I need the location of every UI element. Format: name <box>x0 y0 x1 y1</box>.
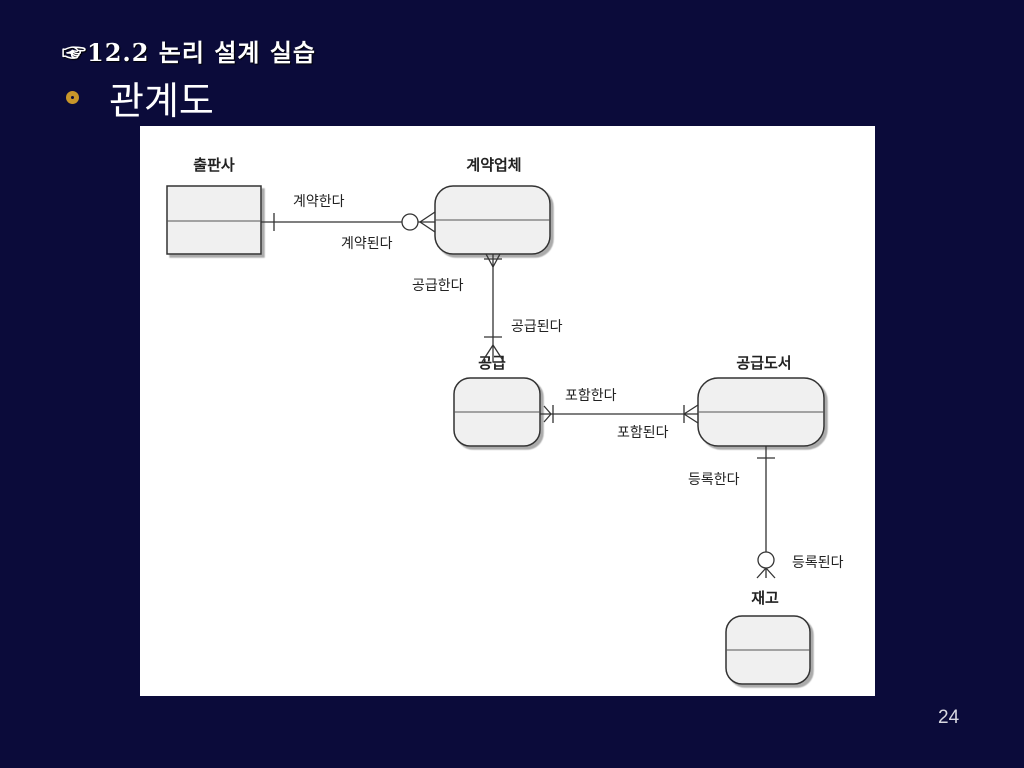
er-diagram-panel: 출판사 계약업체 공급 공급도서 재고 <box>140 126 875 696</box>
entity-publisher-label: 출판사 <box>193 156 235 174</box>
entity-supply-label: 공급 <box>478 354 506 372</box>
entity-publisher: 출판사 <box>166 156 262 255</box>
er-diagram: 출판사 계약업체 공급 공급도서 재고 <box>166 156 844 685</box>
rel-contract-reverse-label: 계약된다 <box>341 236 393 252</box>
rel-supply <box>481 253 505 363</box>
rel-register-reverse-label: 등록된다 <box>792 555 844 571</box>
ring-bullet-icon <box>66 90 79 104</box>
rel-register <box>756 446 776 579</box>
entity-supply: 공급 <box>453 354 541 447</box>
entity-inventory-label: 재고 <box>751 589 779 607</box>
entity-contractor-label: 계약업체 <box>466 156 521 174</box>
rel-include <box>540 404 699 424</box>
rel-contract-forward-label: 계약한다 <box>293 194 345 210</box>
slide-heading: 관계도 <box>109 78 214 123</box>
entity-supplied-book: 공급도서 <box>697 354 825 447</box>
rel-include-reverse-label: 포함된다 <box>617 425 669 441</box>
rel-register-forward-label: 등록한다 <box>688 472 740 488</box>
rel-include-forward-label: 포함한다 <box>565 388 617 404</box>
rel-supply-reverse-label: 공급된다 <box>511 319 563 335</box>
entity-contractor: 계약업체 <box>434 156 551 255</box>
bullet-item: 관계도 <box>64 72 214 123</box>
section-title: ☞12.2 논리 설계 실습 <box>62 38 316 67</box>
rel-supply-forward-label: 공급한다 <box>412 278 464 294</box>
page-number: 24 <box>938 707 960 728</box>
entity-inventory: 재고 <box>725 589 811 685</box>
rel-contract <box>261 211 436 233</box>
entity-supplied-book-label: 공급도서 <box>736 354 791 372</box>
